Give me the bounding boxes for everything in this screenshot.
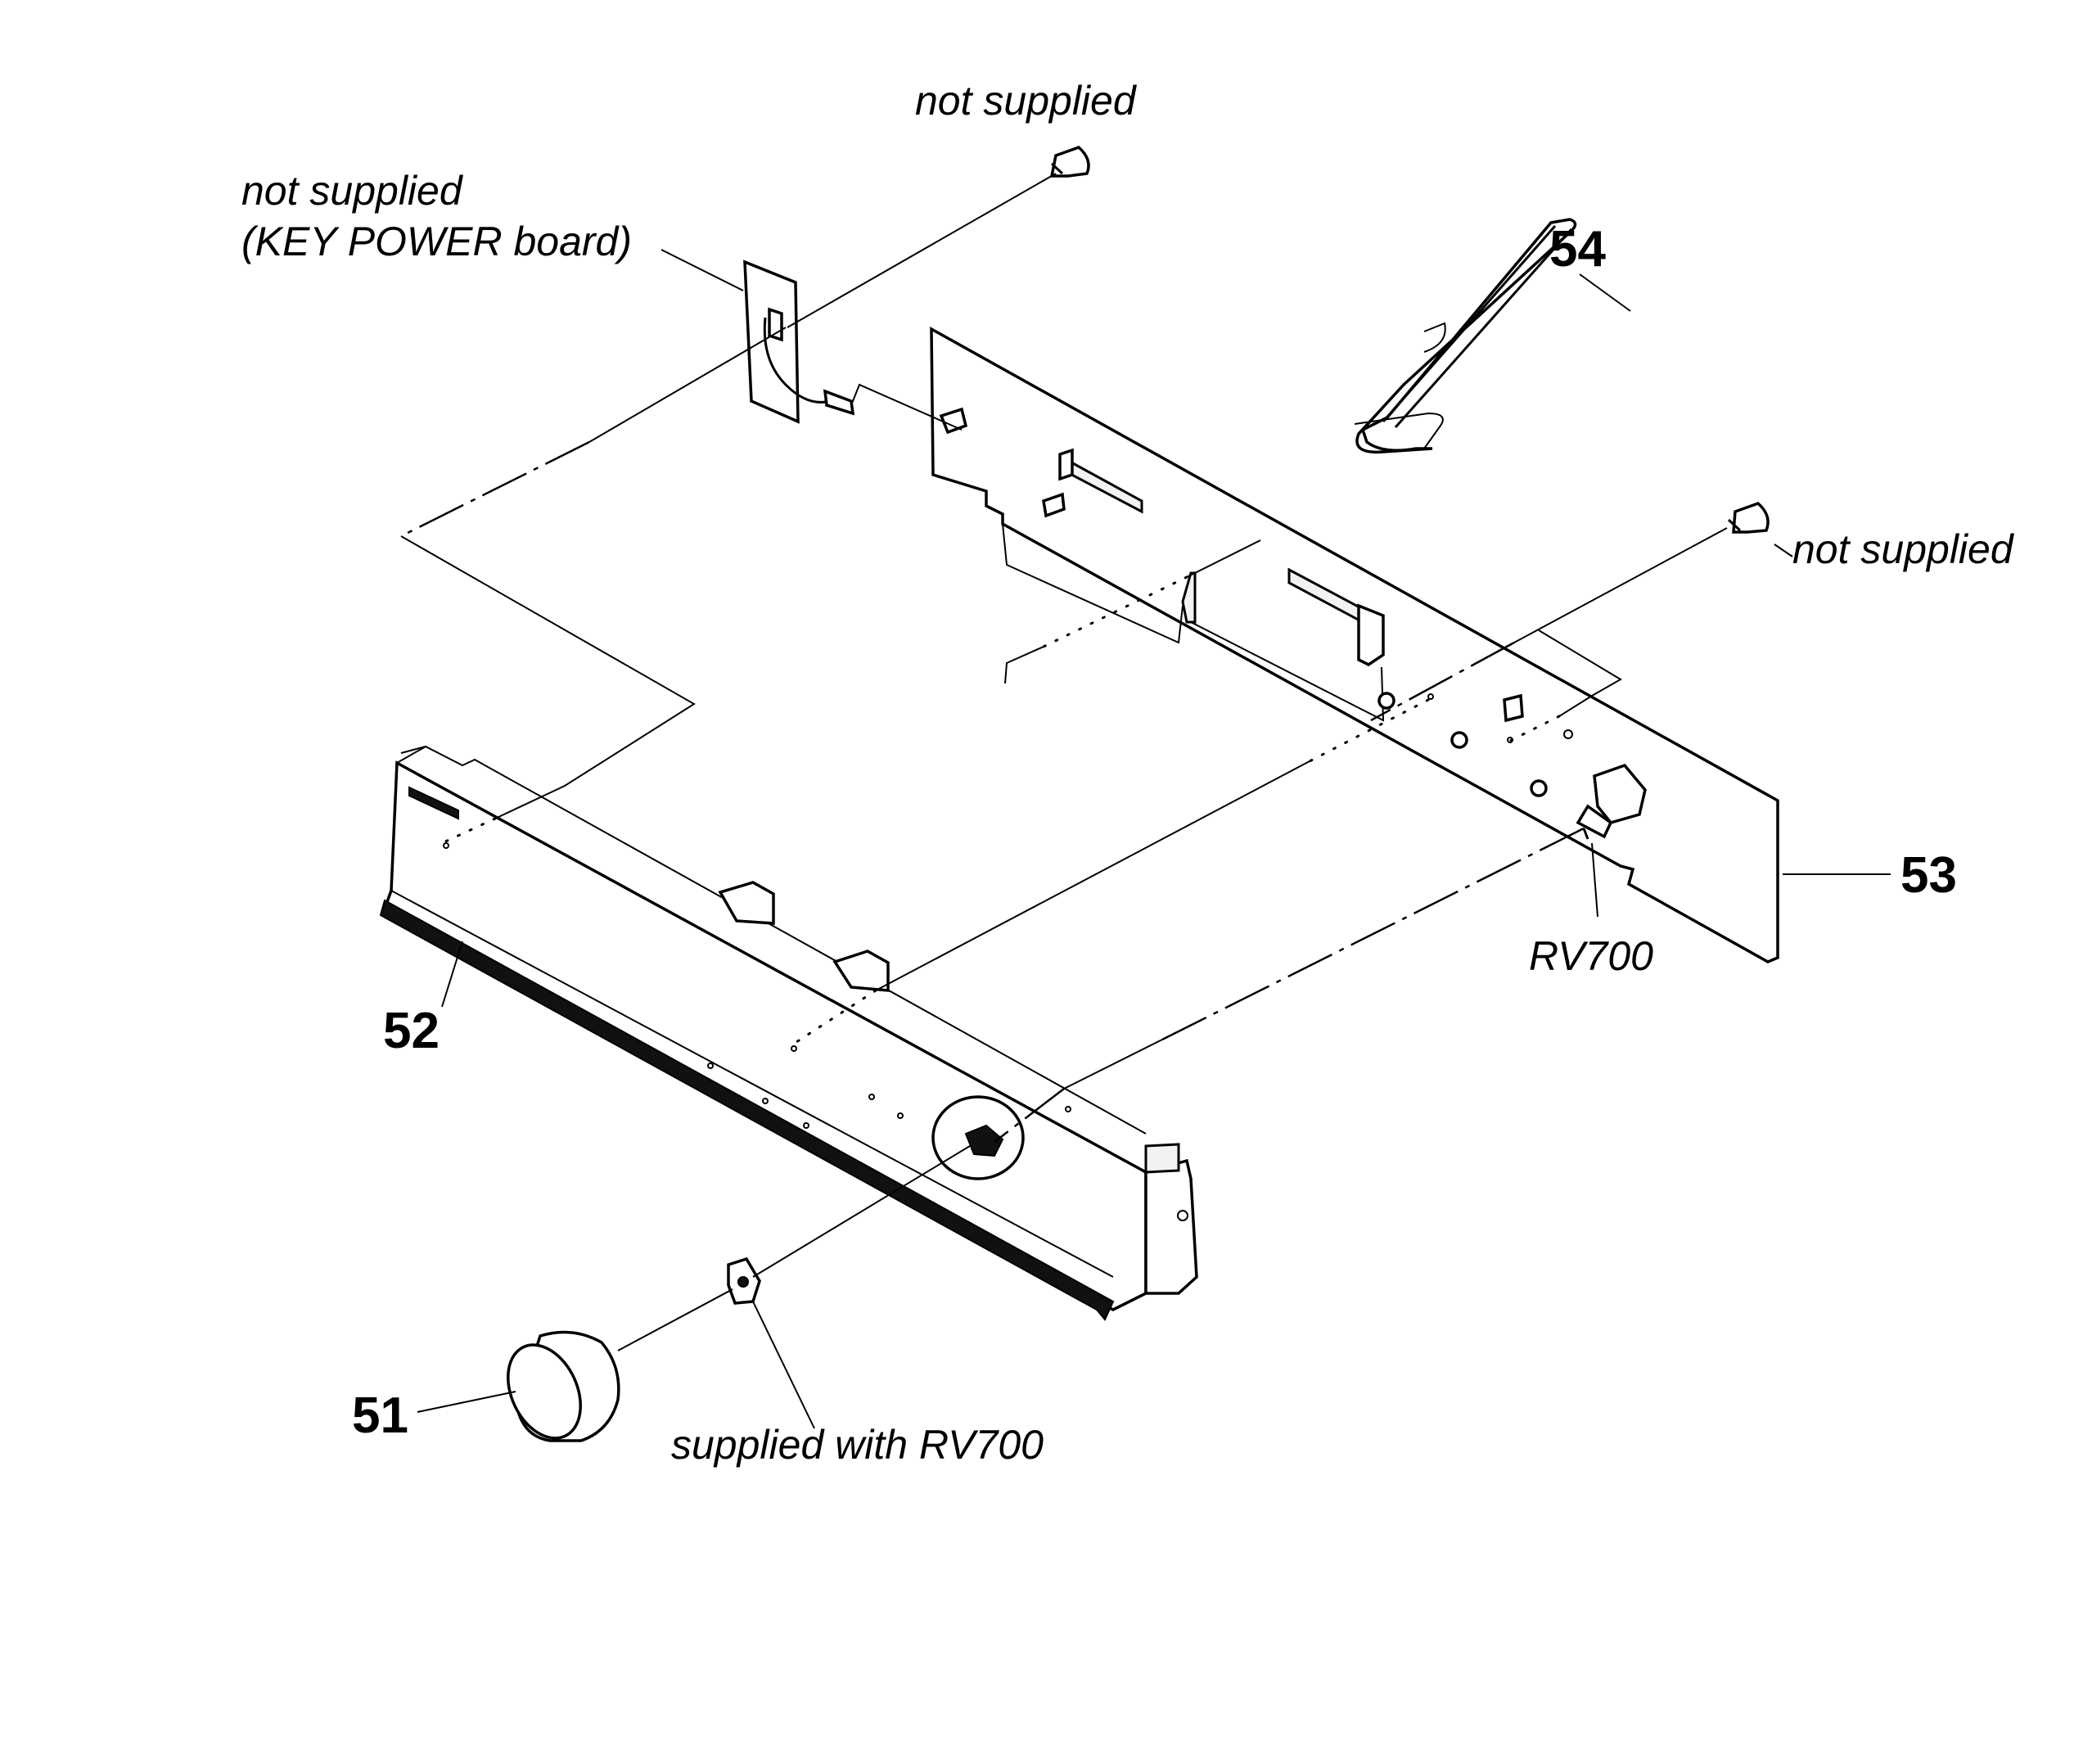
board-53: [930, 327, 1779, 963]
screw-right: [1727, 502, 1770, 534]
part-number-51: 51: [352, 1387, 408, 1444]
knob-51: [507, 1330, 620, 1442]
leader-lines: [417, 249, 1891, 1429]
label-key-power-line2: (KEY POWER board): [241, 219, 632, 264]
rv700-nut: [727, 1256, 761, 1305]
front-panel-52: [379, 745, 1198, 1321]
label-supplied-with-rv700: supplied with RV700: [671, 1422, 1044, 1468]
screw-top: [1049, 146, 1090, 178]
label-rv700: RV700: [1529, 933, 1653, 979]
part-number-54: 54: [1549, 221, 1606, 277]
part-number-53: 53: [1900, 847, 1957, 904]
label-screw-top: not supplied: [915, 78, 1138, 124]
assembly-lines: [400, 173, 1728, 1351]
label-screw-right: not supplied: [1792, 526, 2015, 572]
flat-cable-54: [1354, 218, 1577, 454]
label-key-power-line1: not supplied: [241, 168, 464, 214]
key-power-board: [743, 259, 855, 424]
part-number-52: 52: [383, 1003, 440, 1059]
